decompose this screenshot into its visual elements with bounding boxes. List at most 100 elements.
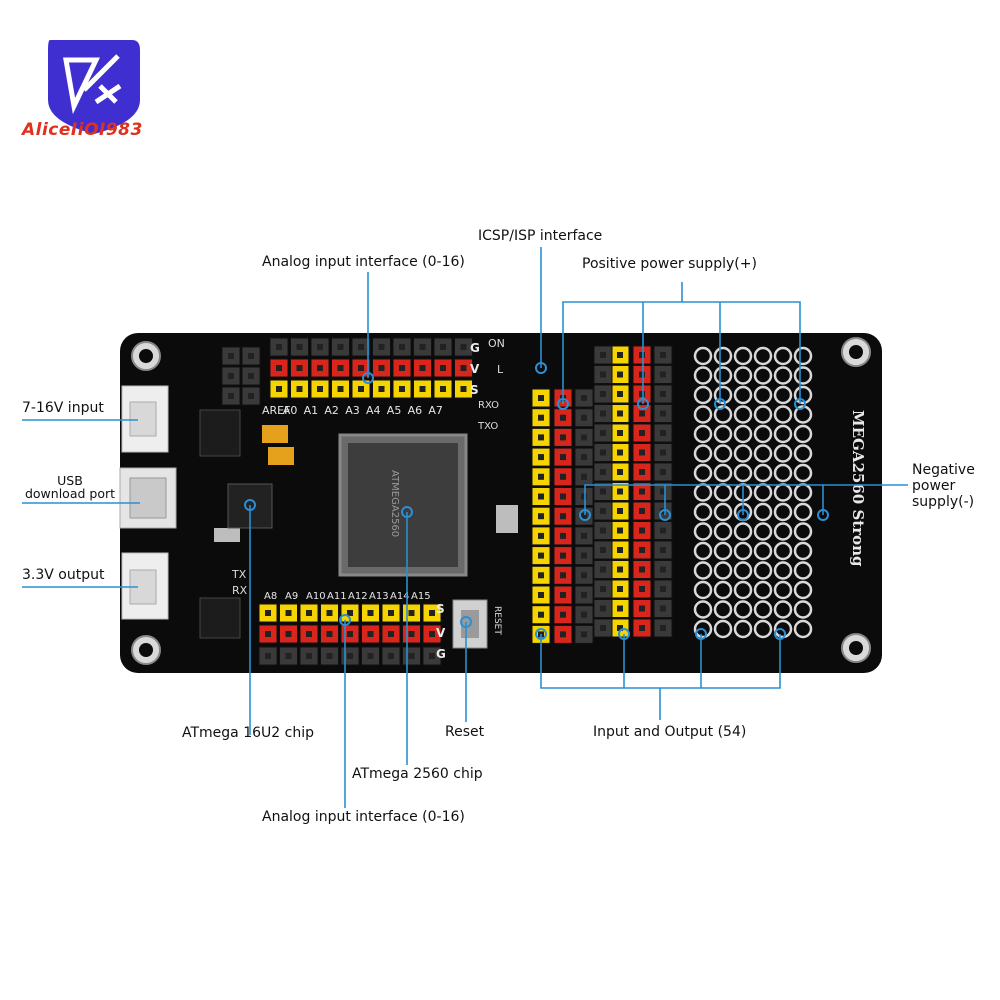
label-icsp: ICSP/ISP interface: [478, 228, 603, 244]
analog-bottom-label: A12: [348, 591, 368, 602]
power-input-connector: [121, 385, 169, 453]
brand-logo: [48, 40, 140, 134]
proto-hole: [753, 580, 773, 600]
proto-hole: [793, 580, 813, 600]
proto-hole: [733, 444, 753, 463]
row-marker: G: [470, 341, 480, 355]
row-marker: S: [436, 602, 445, 616]
proto-hole: [793, 463, 813, 483]
proto-hole: [713, 502, 733, 522]
proto-hole: [773, 424, 793, 444]
proto-hole: [733, 541, 753, 561]
proto-hole: [773, 561, 793, 580]
proto-hole: [693, 502, 713, 522]
board-title: MEGA2560 Strong: [849, 410, 867, 567]
label-analog-top: Analog input interface (0-16): [262, 254, 465, 270]
analog-bottom-label: A9: [285, 591, 298, 602]
proto-hole: [793, 541, 813, 561]
analog-top-headers: [269, 337, 473, 399]
proto-hole: [753, 463, 773, 483]
proto-hole: [753, 522, 773, 541]
proto-hole: [693, 541, 713, 561]
label-negative-line3: supply(-): [912, 494, 975, 510]
proto-hole: [753, 385, 773, 405]
proto-hole: [713, 424, 733, 444]
analog-top-label: A3: [345, 404, 360, 417]
proto-hole: [773, 385, 793, 405]
proto-hole: [733, 619, 753, 639]
label-analog-bottom: Analog input interface (0-16): [262, 809, 465, 825]
txo-label: TXO: [477, 421, 498, 432]
proto-hole: [773, 366, 793, 385]
proto-hole: [713, 483, 733, 502]
shield-icon: [48, 40, 140, 134]
proto-hole: [773, 346, 793, 366]
analog-top-label: AREF: [262, 404, 290, 417]
label-negative-supply: Negative power supply(-): [912, 462, 975, 510]
crystal: [214, 528, 240, 542]
proto-hole: [773, 444, 793, 463]
proto-hole: [793, 444, 813, 463]
analog-top-label: A5: [387, 404, 402, 417]
voltage-regulator-2: [199, 597, 241, 639]
row-marker: V: [436, 626, 446, 640]
proto-hole: [773, 502, 793, 522]
label-atmega16u2: ATmega 16U2 chip: [182, 725, 314, 741]
proto-hole: [733, 522, 753, 541]
rxo-label: RXO: [478, 400, 499, 411]
tx-label: TX: [231, 568, 247, 581]
proto-hole: [753, 483, 773, 502]
pcb: [120, 333, 882, 673]
reset-silk: RESET: [492, 606, 502, 635]
analog-bottom-headers: [258, 603, 442, 666]
proto-hole: [713, 463, 733, 483]
proto-hole: [693, 522, 713, 541]
crystal-2: [496, 505, 518, 533]
proto-hole: [793, 346, 813, 366]
proto-hole: [753, 444, 773, 463]
label-usb-line2: download port: [24, 486, 116, 501]
row-marker: S: [470, 383, 479, 397]
analog-top-label: A6: [408, 404, 423, 417]
label-negative-line1: Negative: [912, 462, 975, 478]
led-l-label: L: [497, 363, 504, 376]
led-on-label: ON: [488, 337, 505, 350]
proto-hole: [693, 483, 713, 502]
proto-hole: [733, 424, 753, 444]
proto-hole: [693, 600, 713, 619]
analog-bottom-label: A11: [327, 591, 347, 602]
proto-hole: [693, 580, 713, 600]
proto-hole: [713, 580, 733, 600]
proto-hole: [773, 580, 793, 600]
label-io: Input and Output (54): [593, 724, 747, 740]
proto-hole: [713, 522, 733, 541]
label-positive-supply: Positive power supply(+): [582, 256, 757, 272]
analog-top-label: A0: [283, 404, 298, 417]
analog-bottom-label: A13: [369, 591, 389, 602]
proto-hole: [713, 366, 733, 385]
io-headers: [531, 345, 673, 644]
proto-hole: [753, 346, 773, 366]
label-atmega2560: ATmega 2560 chip: [352, 766, 483, 782]
proto-hole: [753, 561, 773, 580]
proto-hole: [733, 346, 753, 366]
callout-lines: [22, 247, 908, 808]
label-negative-line2: power: [912, 478, 956, 494]
proto-hole: [793, 600, 813, 619]
proto-hole: [753, 405, 773, 424]
proto-hole: [753, 619, 773, 639]
proto-hole: [733, 580, 753, 600]
chip-label: ATMEGA2560: [389, 470, 400, 537]
proto-hole: [753, 366, 773, 385]
analog-bottom-label: A15: [411, 591, 431, 602]
analog-bottom-label: A8: [264, 591, 277, 602]
proto-hole: [693, 385, 713, 405]
usb-connector: [119, 467, 177, 529]
proto-hole: [773, 483, 793, 502]
label-usb-port: USB download port: [22, 474, 118, 500]
